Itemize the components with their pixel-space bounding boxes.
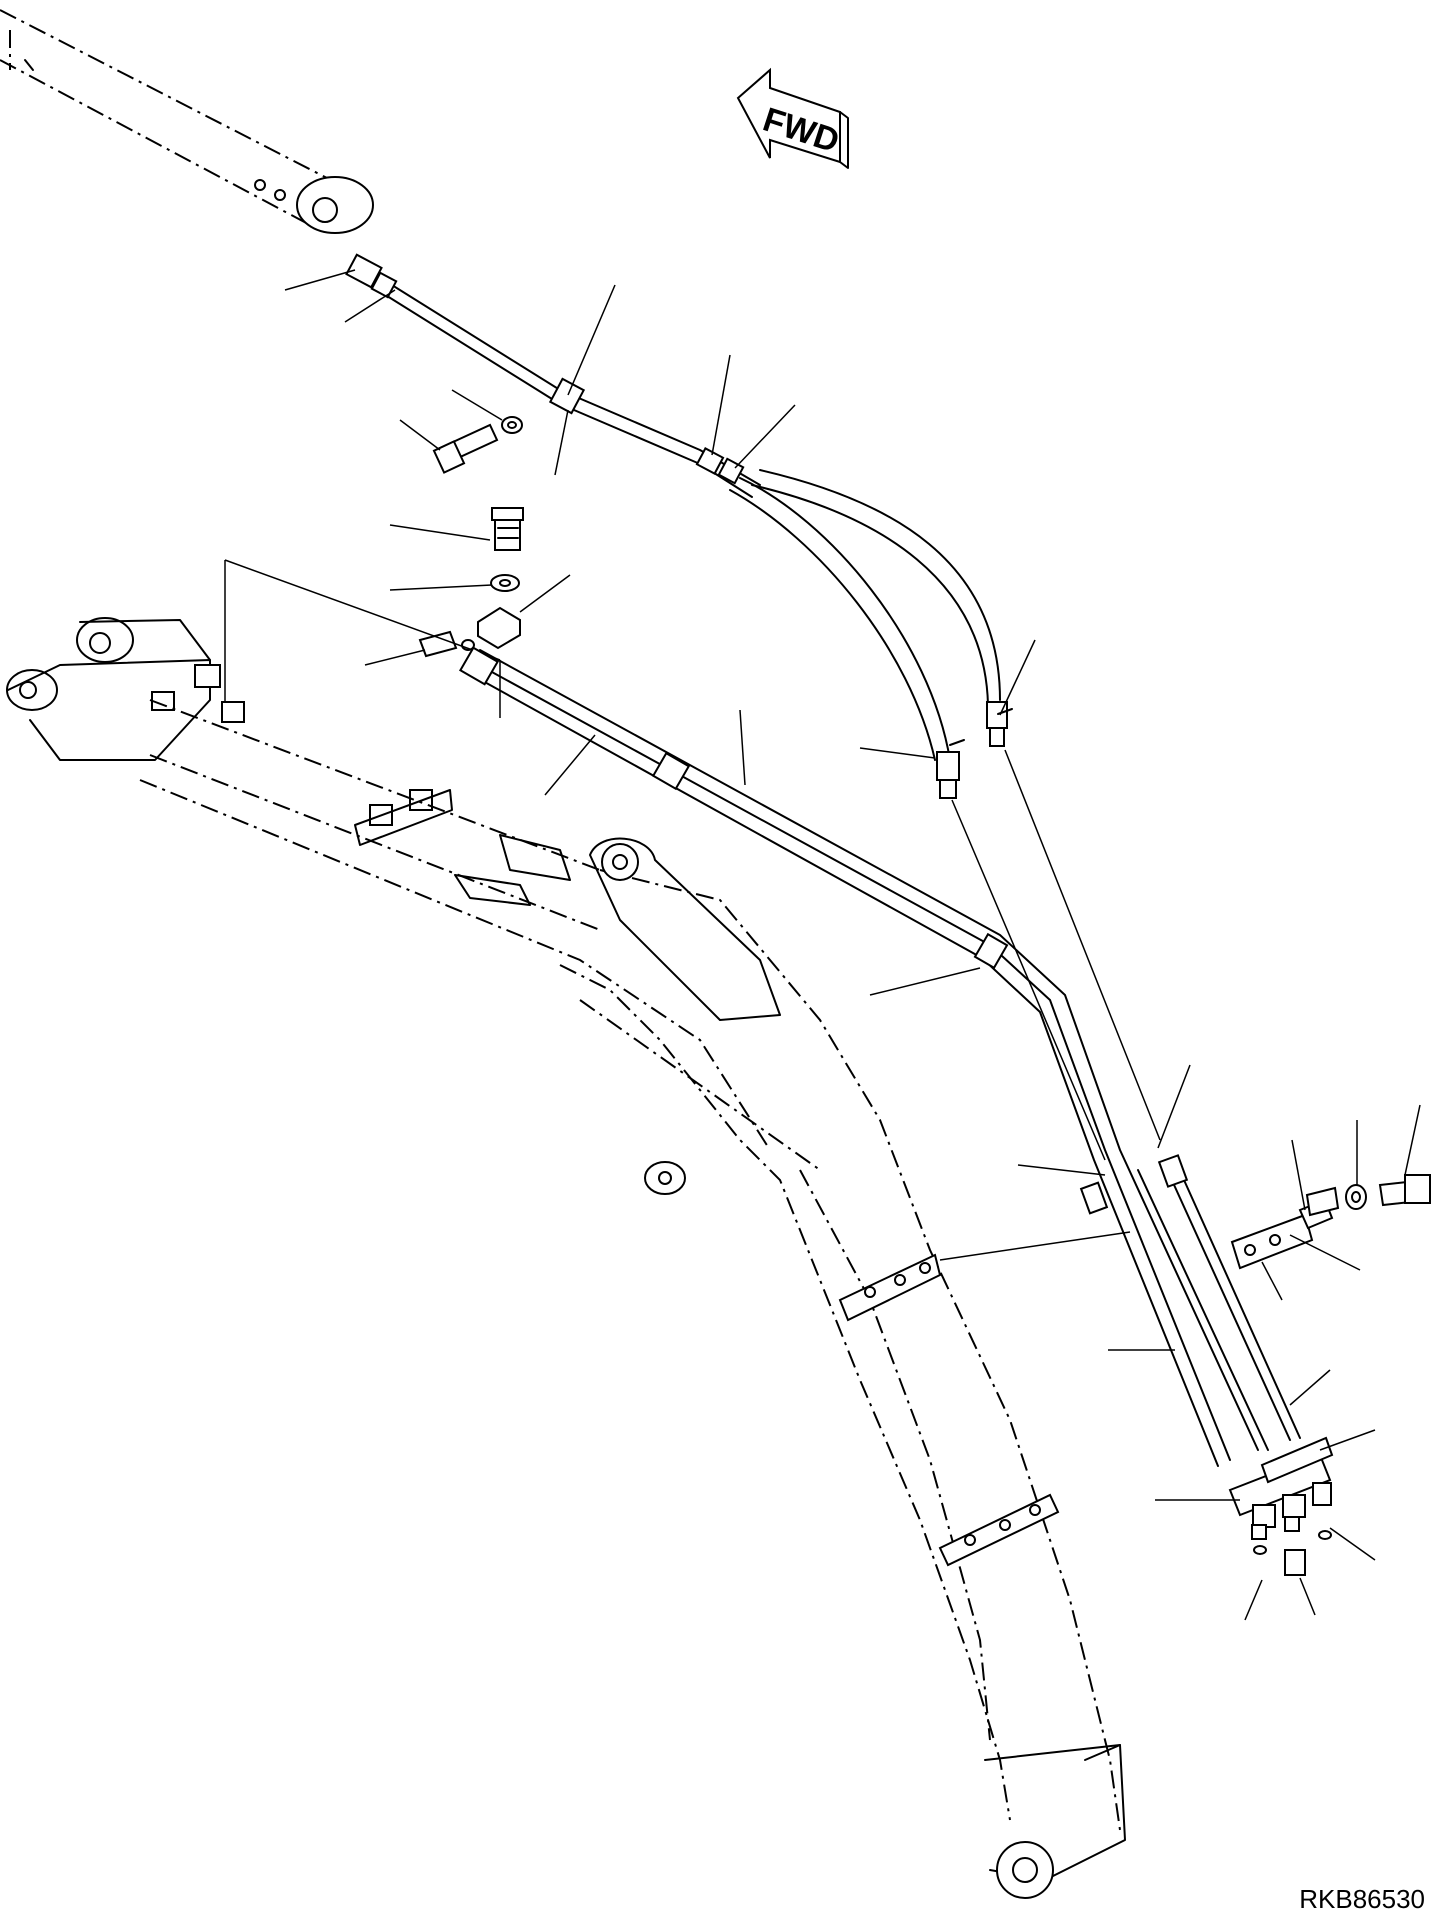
arm-cylinder	[0, 9, 374, 234]
tube-end-block	[1228, 1436, 1334, 1576]
curved-hoses	[729, 469, 1013, 799]
drawing-code: RKB86530	[1299, 1884, 1425, 1914]
bracket-hardware	[418, 507, 524, 658]
boom-body	[6, 617, 1126, 1899]
upper-hose	[345, 253, 761, 498]
boom-tubes	[459, 646, 1301, 1467]
right-clamp-hardware	[1230, 1174, 1431, 1270]
leader-lines	[284, 269, 1421, 1621]
fwd-arrow-icon: FWD	[736, 67, 849, 169]
clamp-bolt-upper	[432, 416, 523, 474]
phantom-box	[224, 559, 501, 720]
